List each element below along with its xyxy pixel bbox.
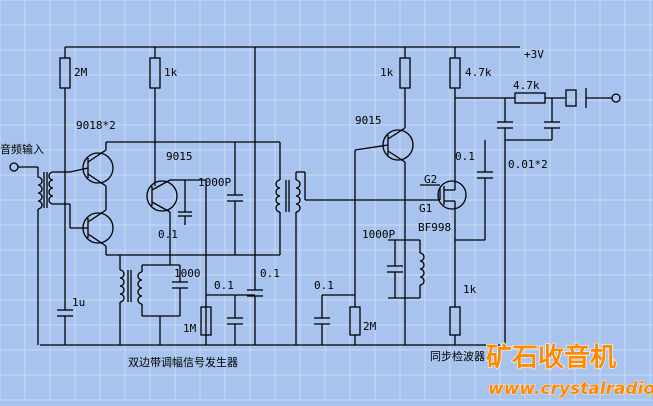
label-bf998: BF998 xyxy=(418,221,451,234)
label-9015-left: 9015 xyxy=(166,150,193,163)
resistor-1m xyxy=(200,306,212,336)
transistor-9015-left xyxy=(146,180,178,212)
transistor-9015-right xyxy=(382,129,414,161)
label-2m-right: 2M xyxy=(363,320,377,333)
resistor-4-7k-series xyxy=(514,92,546,104)
earphone xyxy=(565,89,577,107)
caption-right: 同步检波器 xyxy=(430,349,485,363)
label-r-4-7k-top: 4.7k xyxy=(465,66,492,79)
label-1000p-left: 1000P xyxy=(198,176,231,189)
watermark: 矿石收音机 www.crystalradio.cn xyxy=(485,341,653,399)
resistor-4-7k-top xyxy=(449,57,461,89)
resistor-1k-left xyxy=(149,57,161,89)
resistor-2m-right xyxy=(349,306,361,336)
label-0-1-c: 0.1 xyxy=(260,267,280,280)
resistor-2m-left xyxy=(59,57,71,89)
transistor-9018-a xyxy=(82,152,114,184)
label-1k-bottom: 1k xyxy=(463,283,477,296)
label-0-1-a: 0.1 xyxy=(158,228,178,241)
labels: +3V 音频输入 2M 1k 9018*2 9015 1000P 0.1 100… xyxy=(0,48,548,369)
label-0-1-d: 0.1 xyxy=(314,279,334,292)
label-1u: 1u xyxy=(72,296,85,309)
resistor-1k-right xyxy=(399,57,411,89)
label-1000p-right: 1000P xyxy=(362,228,395,241)
label-0-1-e: 0.1 xyxy=(455,150,475,163)
label-r-2m-top: 2M xyxy=(74,66,88,79)
caption-left: 双边带调幅信号发生器 xyxy=(128,355,238,369)
label-g2: G2 xyxy=(424,173,437,186)
label-r-1k: 1k xyxy=(164,66,178,79)
watermark-cn: 矿石收音机 xyxy=(486,342,616,373)
wires xyxy=(9,46,621,346)
label-r-1k-top: 1k xyxy=(380,66,394,79)
label-1m: 1M xyxy=(183,322,197,335)
label-0-01x2: 0.01*2 xyxy=(508,158,548,171)
mosfet-bf998 xyxy=(437,180,467,210)
label-supply: +3V xyxy=(524,48,544,61)
resistor-1k-bottom xyxy=(449,306,461,336)
label-0-1-b: 0.1 xyxy=(214,279,234,292)
label-9015-right: 9015 xyxy=(355,114,382,127)
label-input: 音频输入 xyxy=(0,142,44,156)
label-1000: 1000 xyxy=(174,267,201,280)
label-9018: 9018*2 xyxy=(76,119,116,132)
label-g1: G1 xyxy=(419,202,432,215)
watermark-url: www.crystalradio.cn xyxy=(488,379,653,399)
label-r-4-7k-series: 4.7k xyxy=(513,79,540,92)
